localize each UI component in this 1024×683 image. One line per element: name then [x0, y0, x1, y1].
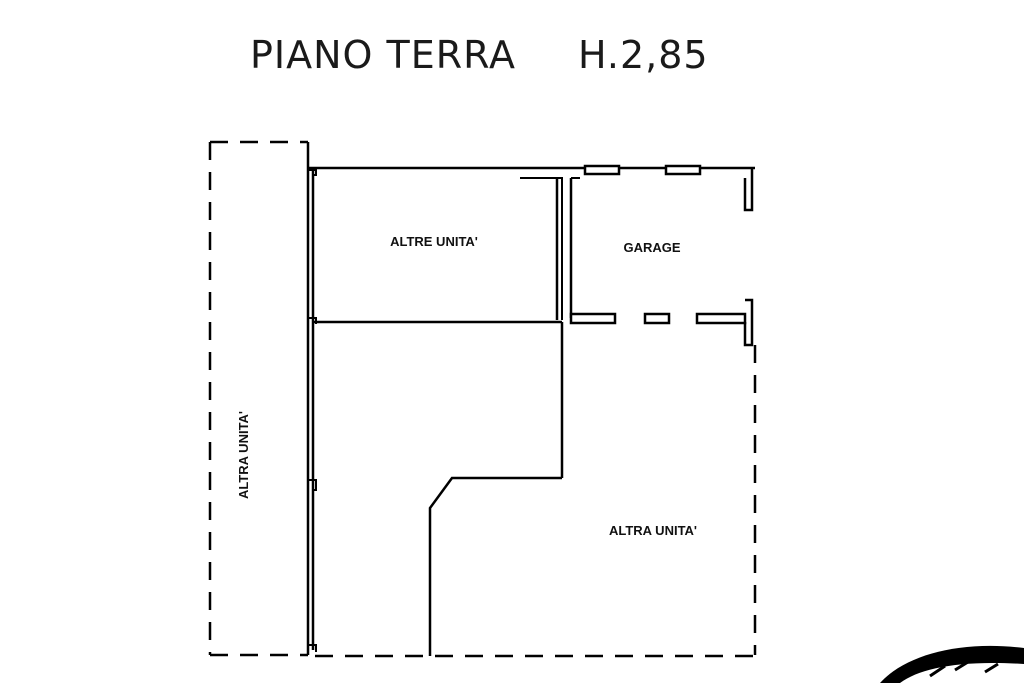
- bottom-unit-boundary: [315, 345, 757, 658]
- room-label-altra-unita-left: ALTRA UNITA': [236, 411, 251, 499]
- height-label: H.2,85: [578, 33, 709, 77]
- garage-front-wall: [569, 312, 747, 325]
- room-label-altre-unita: ALTRE UNITA': [390, 234, 478, 249]
- room-label-altra-unita-bottom: ALTRA UNITA': [609, 523, 697, 538]
- floor-title: PIANO TERRA: [250, 33, 516, 77]
- left-unit-boundary: [208, 140, 308, 657]
- walls: [306, 142, 755, 656]
- stamp-seal: [880, 645, 1024, 683]
- room-label-garage: GARAGE: [623, 240, 680, 255]
